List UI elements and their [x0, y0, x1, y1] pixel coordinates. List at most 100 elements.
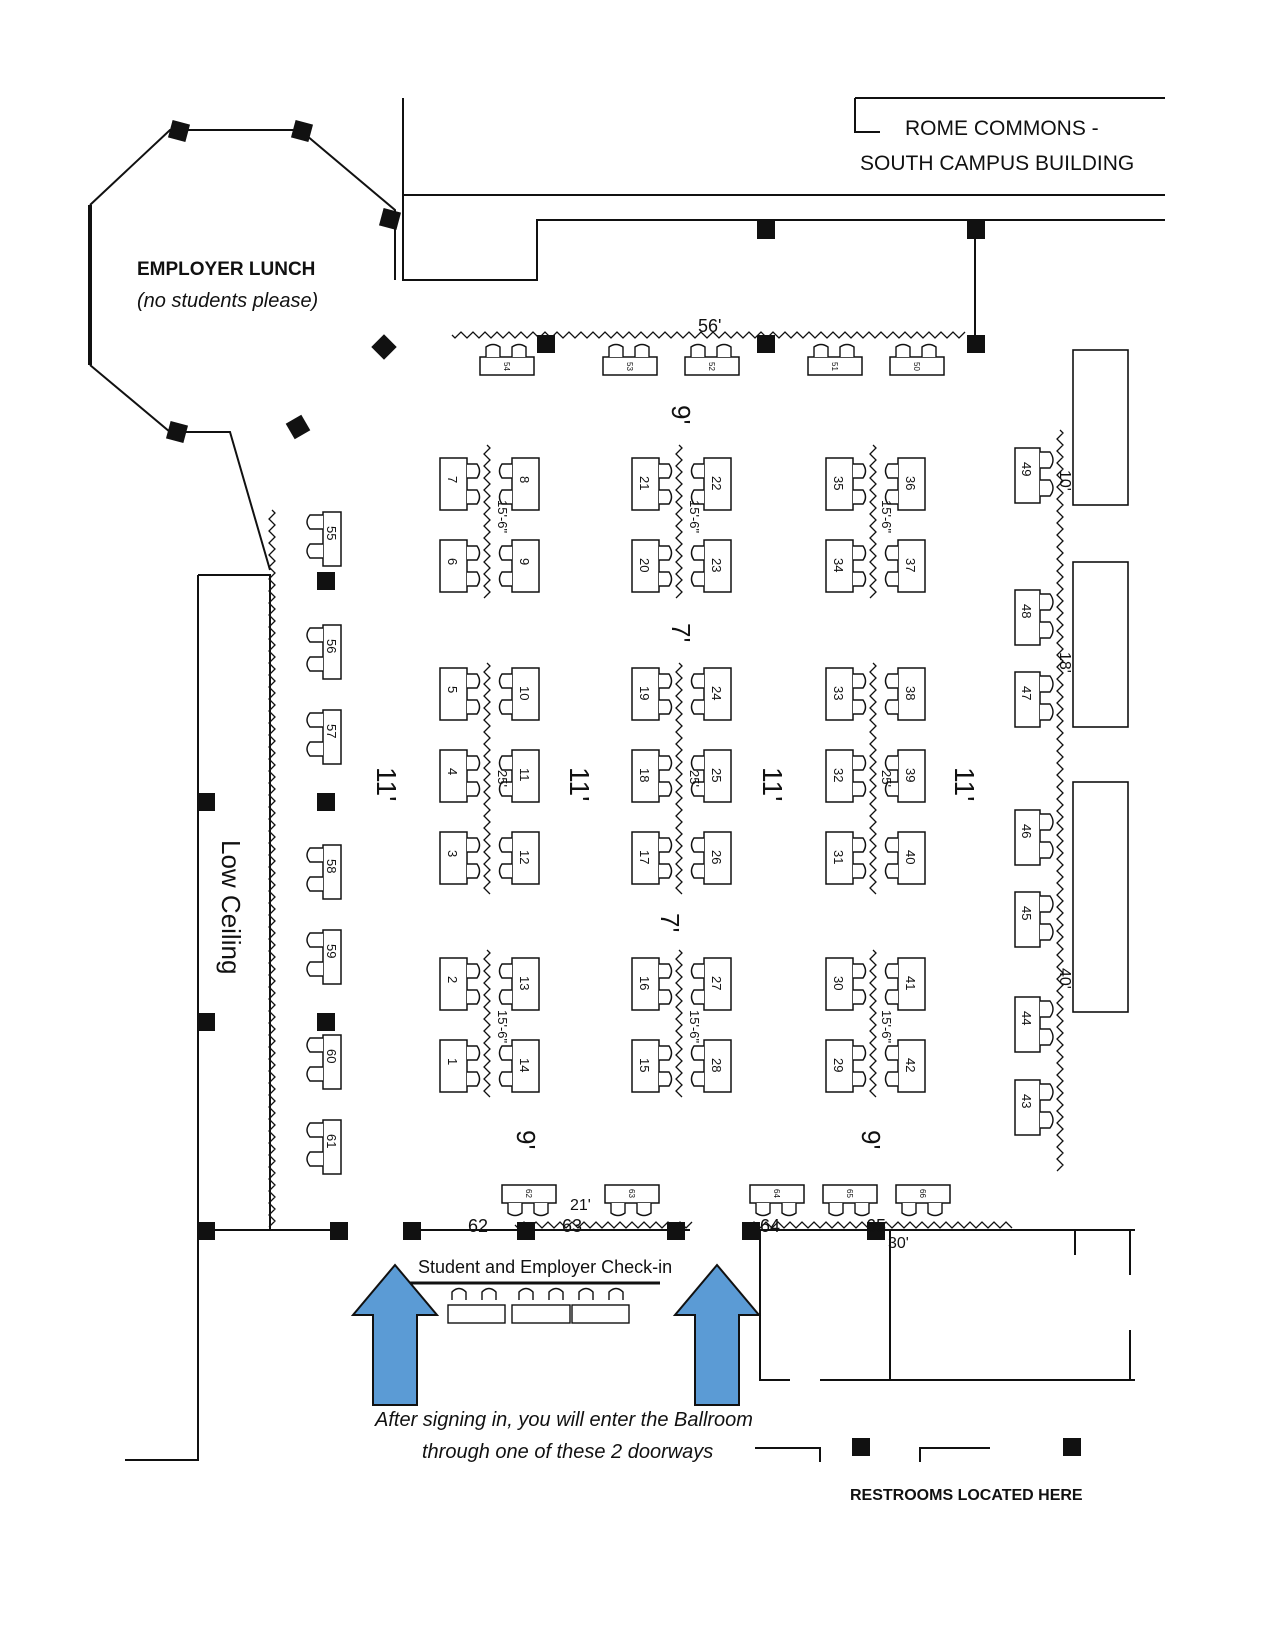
booth-61[interactable]: 61 — [306, 1119, 342, 1175]
lunch-subtitle: (no students please) — [137, 290, 318, 312]
restrooms-label: RESTROOMS LOCATED HERE — [850, 1487, 1083, 1504]
booth-number: 1 — [445, 1058, 460, 1065]
booth-21[interactable]: 21 — [631, 457, 673, 511]
booth-19[interactable]: 19 — [631, 667, 673, 721]
booth-3[interactable]: 3 — [439, 831, 481, 885]
booth-35[interactable]: 35 — [825, 457, 867, 511]
booth-18[interactable]: 18 — [631, 749, 673, 803]
booth-number: 46 — [1019, 824, 1034, 838]
booth-15[interactable]: 15 — [631, 1039, 673, 1093]
booth-2[interactable]: 2 — [439, 957, 481, 1011]
booth-40[interactable]: 40 — [884, 831, 926, 885]
booth-4[interactable]: 4 — [439, 749, 481, 803]
booth-5[interactable]: 5 — [439, 667, 481, 721]
booth-57[interactable]: 57 — [306, 709, 342, 765]
booth-number: 29 — [831, 1058, 846, 1072]
booth-number: 48 — [1019, 604, 1034, 618]
booth-38[interactable]: 38 — [884, 667, 926, 721]
dim-row-gap-2: 7' — [655, 913, 685, 932]
booth-47[interactable]: 47 — [1014, 671, 1054, 728]
booth-number: 35 — [831, 476, 846, 490]
booth-17[interactable]: 17 — [631, 831, 673, 885]
booth-number: 47 — [1019, 686, 1034, 700]
booth-65[interactable]: 65 — [822, 1184, 878, 1217]
booth-42[interactable]: 42 — [884, 1039, 926, 1093]
booth-41[interactable]: 41 — [884, 957, 926, 1011]
checkin-note-line2: through one of these 2 doorways — [422, 1441, 713, 1463]
dim-pipe-25-1: 25' — [495, 770, 510, 787]
booth-53[interactable]: 53 — [602, 343, 658, 376]
booth-34[interactable]: 34 — [825, 539, 867, 593]
booth-9[interactable]: 9 — [498, 539, 540, 593]
booth-32[interactable]: 32 — [825, 749, 867, 803]
booth-20[interactable]: 20 — [631, 539, 673, 593]
booth-22[interactable]: 22 — [690, 457, 732, 511]
booth-number: 52 — [707, 362, 716, 371]
booth-54[interactable]: 54 — [479, 343, 535, 376]
booth-10[interactable]: 10 — [498, 667, 540, 721]
dim-pipe-15-6-b2: 15'-6" — [687, 1010, 702, 1044]
booth-46[interactable]: 46 — [1014, 809, 1054, 866]
booth-number: 19 — [637, 686, 652, 700]
booth-63[interactable]: 63 — [604, 1184, 660, 1217]
booth-52[interactable]: 52 — [684, 343, 740, 376]
booth-number: 39 — [903, 768, 918, 782]
booth-37[interactable]: 37 — [884, 539, 926, 593]
dim-top-gap: 9' — [666, 405, 696, 424]
booth-33[interactable]: 33 — [825, 667, 867, 721]
booth-30[interactable]: 30 — [825, 957, 867, 1011]
booth-7[interactable]: 7 — [439, 457, 481, 511]
pipe-and-drape — [268, 331, 1064, 1229]
booth-59[interactable]: 59 — [306, 929, 342, 985]
booth-number: 33 — [831, 686, 846, 700]
booth-number: 18 — [637, 768, 652, 782]
booth-62[interactable]: 62 — [501, 1184, 557, 1217]
booth-number: 32 — [831, 768, 846, 782]
booth-number: 66 — [918, 1189, 927, 1198]
booth-6[interactable]: 6 — [439, 539, 481, 593]
booth-27[interactable]: 27 — [690, 957, 732, 1011]
booth-number: 31 — [831, 850, 846, 864]
booth-16[interactable]: 16 — [631, 957, 673, 1011]
booth-60[interactable]: 60 — [306, 1034, 342, 1090]
booth-25[interactable]: 25 — [690, 749, 732, 803]
booth-13[interactable]: 13 — [498, 957, 540, 1011]
dim-bottom-gap-right: 9' — [856, 1130, 886, 1149]
booth-1[interactable]: 1 — [439, 1039, 481, 1093]
booth-number: 25 — [709, 768, 724, 782]
booth-23[interactable]: 23 — [690, 539, 732, 593]
booth-31[interactable]: 31 — [825, 831, 867, 885]
booth-24[interactable]: 24 — [690, 667, 732, 721]
building-name-line1: ROME COMMONS - — [905, 117, 1099, 140]
booth-39[interactable]: 39 — [884, 749, 926, 803]
booth-44[interactable]: 44 — [1014, 996, 1054, 1053]
booth-43[interactable]: 43 — [1014, 1079, 1054, 1136]
booth-64[interactable]: 64 — [749, 1184, 805, 1217]
booth-12[interactable]: 12 — [498, 831, 540, 885]
booth-55[interactable]: 55 — [306, 511, 342, 567]
booth-26[interactable]: 26 — [690, 831, 732, 885]
booth-number: 2 — [445, 976, 460, 983]
booth-51[interactable]: 51 — [807, 343, 863, 376]
booth-58[interactable]: 58 — [306, 844, 342, 900]
booth-66[interactable]: 66 — [895, 1184, 951, 1217]
booth-8[interactable]: 8 — [498, 457, 540, 511]
booth-number: 49 — [1019, 462, 1034, 476]
booth-28[interactable]: 28 — [690, 1039, 732, 1093]
booth-number: 36 — [903, 476, 918, 490]
booth-number: 54 — [502, 362, 511, 371]
booth-14[interactable]: 14 — [498, 1039, 540, 1093]
booth-48[interactable]: 48 — [1014, 589, 1054, 646]
booth-49[interactable]: 49 — [1014, 447, 1054, 504]
booth-56[interactable]: 56 — [306, 624, 342, 680]
booth-36[interactable]: 36 — [884, 457, 926, 511]
entry-arrow-left — [350, 1263, 440, 1406]
booth-number: 24 — [709, 686, 724, 700]
booth-11[interactable]: 11 — [498, 749, 540, 803]
booth-50[interactable]: 50 — [889, 343, 945, 376]
booth-45[interactable]: 45 — [1014, 891, 1054, 948]
booth-number: 8 — [517, 476, 532, 483]
booth-number: 9 — [517, 558, 532, 565]
booth-29[interactable]: 29 — [825, 1039, 867, 1093]
